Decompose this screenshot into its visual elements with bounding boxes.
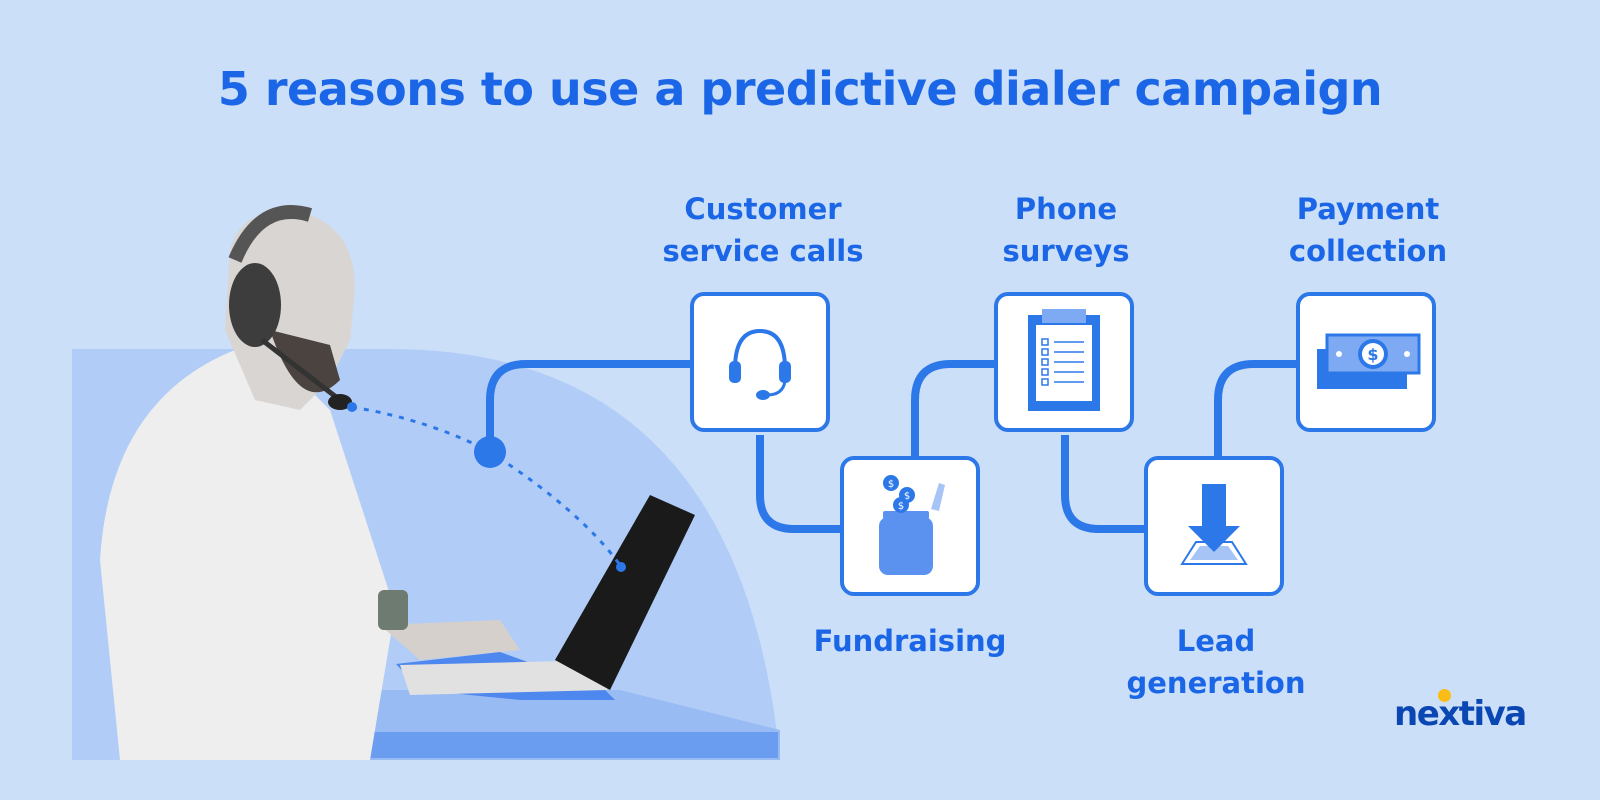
laptop [396,495,695,700]
headset-icon [729,328,791,400]
agent-person-figure [100,205,520,760]
reason-label-fundraising: Fundraising [813,624,1007,658]
reason-card-payment-collection: $ [1296,292,1436,432]
svg-text:$: $ [888,479,894,490]
reason-card-fundraising: $ $ $ [840,456,980,596]
svg-text:$: $ [1367,345,1378,364]
reason-card-phone-surveys [994,292,1134,432]
nextiva-logo: nextiva [1394,694,1527,734]
page-title: 5 reasons to use a predictive dialer cam… [217,62,1383,116]
logo-dot [1438,689,1451,702]
donation-jar-icon: $ $ $ [879,475,945,575]
download-arrow-icon [1180,484,1248,565]
svg-text:$: $ [904,491,910,502]
reason-card-lead-generation [1144,456,1284,596]
svg-text:$: $ [898,501,904,512]
reason-card-customer-service [690,292,830,432]
cash-bills-icon: $ [1317,333,1421,389]
clipboard-checklist-icon [1028,309,1100,411]
